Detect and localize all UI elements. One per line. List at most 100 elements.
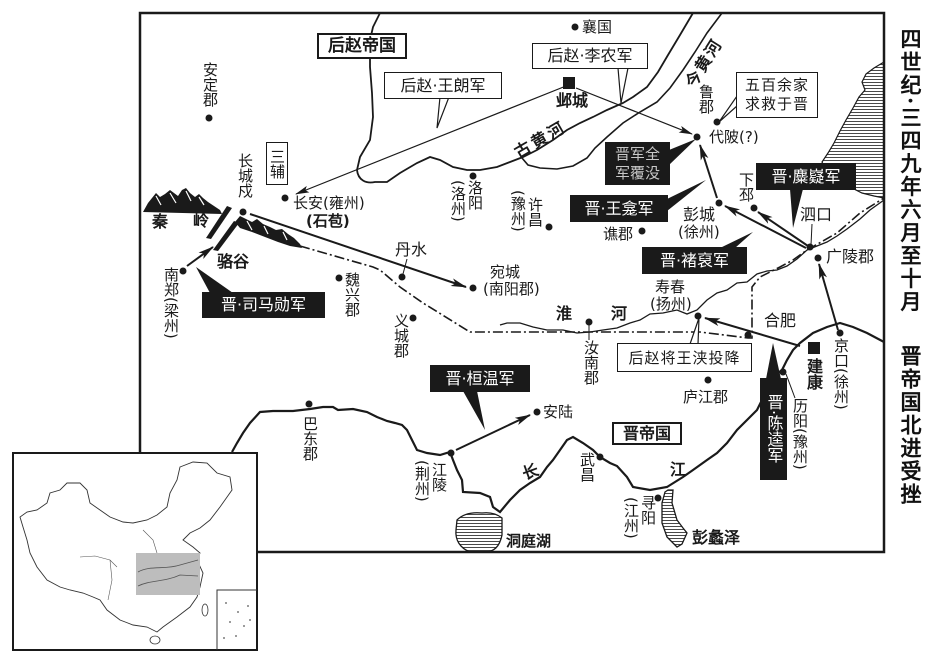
city-dot-liyang	[779, 368, 787, 376]
city-dot-danshui	[398, 273, 406, 281]
army-label-jin-huan-wen: 晋·桓温军	[430, 365, 530, 392]
place-label-pengcheng: 彭城	[683, 205, 716, 224]
place-note-wancheng: (南阳郡)	[483, 280, 540, 298]
place-label-runan: 汝南郡	[582, 340, 600, 385]
place-note: (江州)	[622, 497, 640, 539]
callout-pointer-surrender	[689, 317, 700, 345]
dongting-lake	[455, 512, 503, 553]
arrow-sikou-pengcheng	[724, 205, 807, 249]
army-label-zhao-wang-lang: 后赵·王朗军	[384, 72, 502, 99]
city-dot-lujiang	[704, 376, 712, 384]
place-label-qiaojun: 谯郡	[603, 225, 634, 243]
callout-pointer-sima-xun	[196, 267, 233, 293]
pass-label-luogu: 骆谷	[217, 252, 250, 271]
city-dot-shouchun	[694, 312, 702, 320]
city-dot-guangling	[814, 254, 822, 262]
callout-pointer-huan-wen	[463, 391, 485, 430]
place-label-xiapi: 下邳	[737, 172, 755, 202]
inset-locator-map	[12, 452, 258, 651]
event-text-line: 晋军全	[614, 144, 660, 163]
city-dot-sikou	[806, 243, 814, 251]
place-label-jiankang: 建康	[804, 358, 823, 390]
place-label-xunyang: 寻阳 (江州)	[622, 495, 657, 539]
place-label-yicheng: 义城郡	[392, 313, 410, 358]
city-dot-hefei	[744, 331, 752, 339]
arrow-zhao-li-nong	[575, 87, 693, 135]
place-name: 寻阳	[639, 495, 657, 525]
army-label-jin-wang-kan: 晋·王龛军	[570, 195, 668, 222]
arrow-sikou-xiapi	[757, 211, 809, 247]
place-name: 京口	[832, 338, 850, 368]
arrow-jiankang-shouchun	[704, 317, 801, 347]
place-label-daibei: 代陂(?)	[709, 129, 759, 145]
place-label-anlu: 安陆	[543, 403, 574, 421]
lake-label-dongting: 洞庭湖	[506, 532, 552, 550]
event-text-line: 五百余家	[744, 76, 809, 94]
city-dot-wancheng	[469, 284, 477, 292]
place-label-changchengshu: 长城戍	[236, 153, 254, 198]
place-label-weixing: 魏兴郡	[343, 272, 361, 317]
place-label-danshui: 丹水	[395, 240, 428, 259]
place-name: 代陂	[709, 128, 740, 146]
place-name: 江陵	[430, 462, 448, 492]
lake-label-pengli: 彭蠡泽	[692, 528, 741, 547]
arrow-pengcheng-daibei	[699, 144, 718, 199]
event-text-line: 求救于晋	[744, 95, 809, 113]
river-label-jiang: 江	[670, 460, 687, 479]
pengli-marsh	[661, 489, 688, 548]
city-dot-nanzheng	[179, 267, 187, 275]
place-note: (洛州)	[449, 180, 467, 222]
event-box-jin-army-annihilated: 晋军全 军覆没	[605, 142, 670, 185]
inset-taiwan	[201, 603, 209, 617]
place-name: 历阳	[791, 398, 809, 428]
callout-pointer-chen-kui	[766, 343, 781, 379]
state-label-later-zhao: 后赵帝国	[317, 33, 407, 59]
main-map-frame	[138, 11, 886, 554]
river-label-huai: 淮	[556, 304, 573, 323]
place-note: (雍州)	[323, 194, 365, 212]
event-box-wang-jia-surrenders: 后赵将王浃投降	[617, 343, 752, 372]
region-label-sanfu: 三辅	[266, 142, 288, 185]
capital-square-jiankang	[808, 342, 820, 354]
place-label-xuchang: 许昌 (豫州)	[509, 190, 544, 232]
frontier-boundary-line	[299, 197, 885, 339]
city-dot-badong	[305, 400, 313, 408]
city-dot-qiaojun	[638, 227, 646, 235]
place-label-jiangling: 江陵 (荆州)	[413, 460, 448, 502]
place-name: 洛阳	[466, 180, 484, 210]
city-dot-changchengshu	[239, 208, 247, 216]
arrow-sima-xun-luogu	[186, 246, 214, 267]
inset-frame	[12, 452, 258, 651]
city-dot-daibei	[693, 133, 701, 141]
yellow-river-modern	[521, 12, 723, 170]
army-label-zhao-li-nong: 后赵·李农军	[532, 43, 648, 69]
city-dot-lujun	[713, 118, 721, 126]
state-label-jin: 晋帝国	[612, 422, 682, 445]
place-label-hefei: 合肥	[764, 311, 797, 330]
place-label-badong: 巴东郡	[301, 416, 319, 461]
callout-pointer-wang-lang	[436, 96, 450, 129]
arrow-huan-wen	[455, 414, 531, 451]
city-dot-runan	[585, 318, 593, 326]
place-note: (荆州)	[413, 460, 431, 502]
leader-liyang	[785, 373, 796, 399]
leader-sikou	[810, 223, 813, 246]
city-dot-anding	[205, 114, 213, 122]
place-note: (徐州)	[832, 368, 850, 410]
inset-rivers	[137, 559, 199, 587]
map-title-period: 四世纪·三四九年六月至十月	[898, 28, 923, 314]
map-title-headline: 晋帝国北进受挫	[898, 345, 923, 506]
city-dot-jiangling	[447, 449, 455, 457]
mountain-label-ling: 岭	[193, 211, 210, 230]
place-label-shouchun: 寿春	[655, 278, 686, 296]
inset-hainan	[149, 635, 161, 645]
place-name: 许昌	[526, 197, 544, 227]
city-dot-pengcheng	[715, 199, 723, 207]
place-label-guangling: 广陵郡	[826, 247, 875, 266]
city-dot-wuchang	[596, 453, 604, 461]
china-outline	[19, 461, 233, 633]
place-label-changan: 长安(雍州)	[293, 195, 365, 211]
city-dot-yicheng	[409, 314, 417, 322]
